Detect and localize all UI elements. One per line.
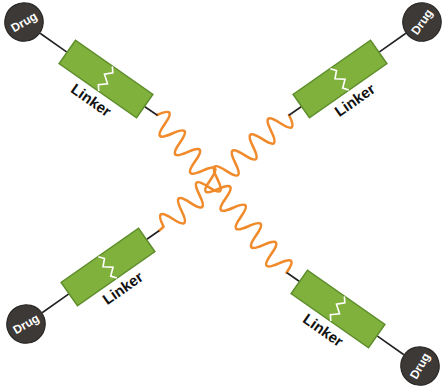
attachment-line xyxy=(145,107,157,115)
cleavage-zigzag xyxy=(97,253,120,281)
drug-circle-outline xyxy=(395,0,446,49)
drug-circle-outline xyxy=(394,340,446,390)
linker-box: Linker xyxy=(290,269,386,349)
drug-circle: Drug xyxy=(0,297,53,352)
link-line xyxy=(41,34,66,52)
drug-circle-outline xyxy=(0,298,52,350)
attachment-line xyxy=(289,107,301,115)
drug-circle: Drug xyxy=(393,339,446,390)
drug-circle: Drug xyxy=(394,0,446,50)
linker-box: Linker xyxy=(58,40,154,120)
link-line xyxy=(378,336,403,354)
cleavage-zigzag xyxy=(329,66,352,94)
attachment-line xyxy=(287,273,299,281)
cleavage-zigzag xyxy=(327,295,350,323)
linker-box: Linker xyxy=(292,40,388,120)
link-line xyxy=(380,34,405,52)
cleavage-zigzag xyxy=(95,66,118,94)
attachment-line xyxy=(147,231,159,239)
drug-circle-outline xyxy=(0,0,50,48)
link-line xyxy=(43,294,68,312)
linker-box: Linker xyxy=(60,227,156,307)
polymer-chain xyxy=(152,107,297,239)
drug-circle: Drug xyxy=(0,0,51,49)
